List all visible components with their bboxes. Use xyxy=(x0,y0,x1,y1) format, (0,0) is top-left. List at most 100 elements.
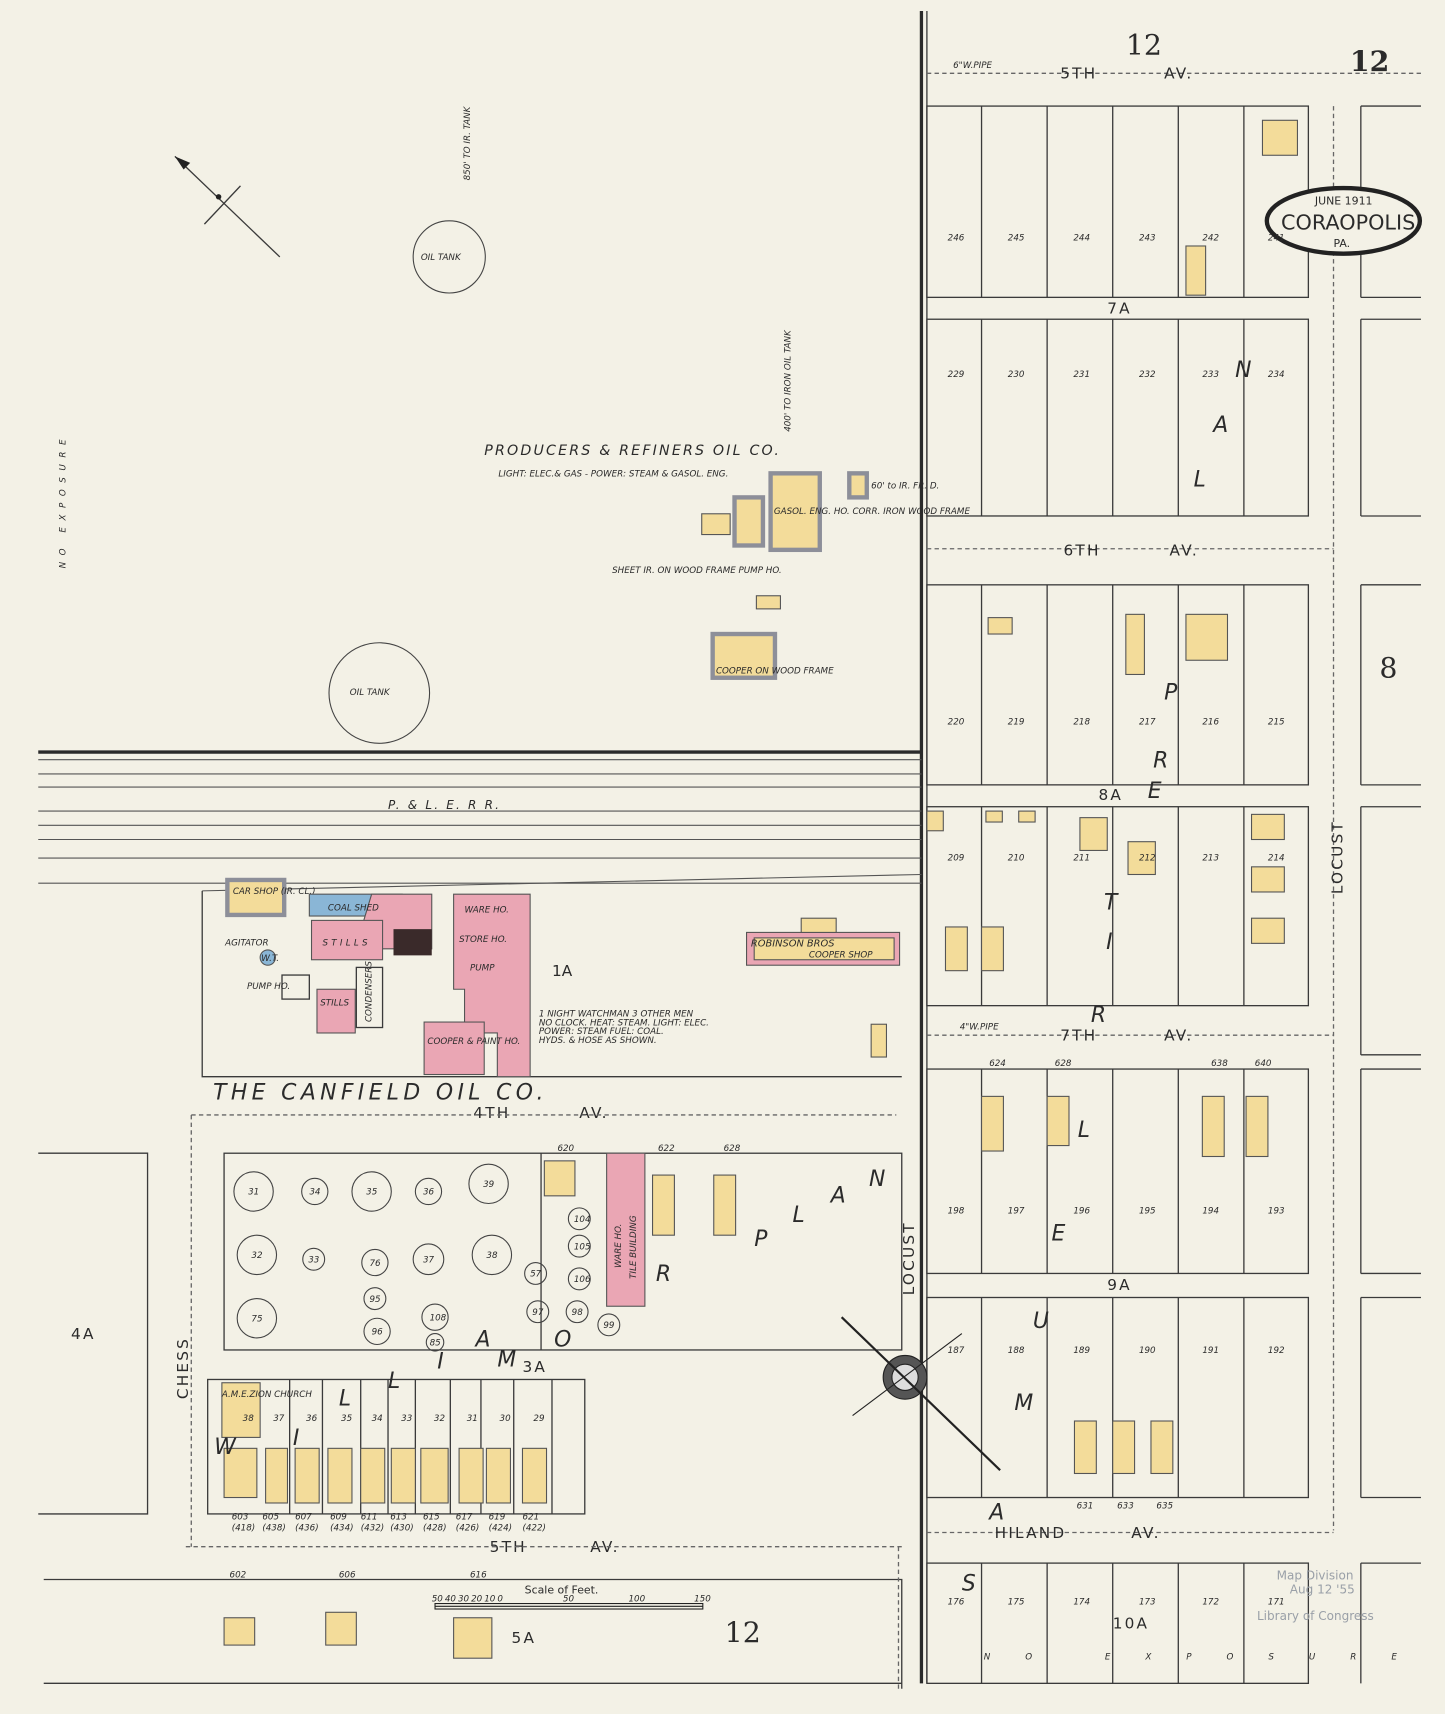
tank-number: 39 xyxy=(483,1180,495,1190)
lot-number: 34 xyxy=(372,1414,383,1424)
dwelling xyxy=(1079,817,1108,851)
canfield-oil-co: CAR SHOP (IR. CL.) COAL SHED STILLS STIL… xyxy=(201,877,902,1106)
railroad: P. & L. E. R R. xyxy=(38,750,922,892)
dwelling xyxy=(1073,1420,1097,1475)
dwelling xyxy=(420,1447,449,1504)
lot-number: 241 xyxy=(1268,234,1285,244)
oil-tank xyxy=(524,1261,548,1285)
oil-tank xyxy=(361,1248,389,1277)
dwelling xyxy=(458,1447,484,1504)
house-number-old: (428) xyxy=(423,1523,447,1533)
samuel-riter-plan-label: N A L P R E T I R L E U M A S xyxy=(962,358,1256,1596)
house-number: 640 xyxy=(1255,1059,1272,1069)
dwelling xyxy=(1125,613,1145,676)
plan-letter: S xyxy=(962,1571,980,1596)
no-exposure-bottom: NO EXPOSURE xyxy=(984,1652,1432,1662)
house-number: 606 xyxy=(339,1570,356,1580)
house-number: 628 xyxy=(724,1144,741,1154)
plan-letter: I xyxy=(293,1426,304,1451)
stamp-line: Map Division xyxy=(1277,1569,1354,1583)
distance-note: 400' TO IRON OIL TANK xyxy=(783,329,793,432)
tank-number: 98 xyxy=(572,1308,584,1318)
canfield-note: HYDS. & HOSE AS SHOWN. xyxy=(539,1036,657,1046)
canfield-note: POWER: STEAM FUEL: COAL. xyxy=(539,1027,664,1037)
dwelling xyxy=(981,926,1004,972)
oil-tank xyxy=(421,1303,449,1331)
oil-tank xyxy=(233,1171,274,1212)
hiland-av-label: HILAND xyxy=(995,1524,1067,1542)
cooper-paint-house-label: COOPER & PAINT HO. xyxy=(427,1037,520,1047)
lot-number: 189 xyxy=(1073,1346,1090,1356)
lot-number: 243 xyxy=(1139,234,1156,244)
canfield-note: NO CLOCK. HEAT: STEAM. LIGHT: ELEC. xyxy=(539,1018,709,1028)
plan-letter: N xyxy=(1235,358,1256,383)
fifth-av-top-label: 5TH xyxy=(1060,65,1097,83)
plan-letter: L xyxy=(339,1387,356,1412)
oil-tank xyxy=(236,1234,278,1276)
store-house-label: STORE HO. xyxy=(459,935,507,945)
house-number-old: (422) xyxy=(522,1523,546,1533)
lot-number: 211 xyxy=(1073,853,1090,863)
house-number: 635 xyxy=(1156,1501,1173,1511)
plan-letter: L xyxy=(792,1203,809,1228)
dwelling xyxy=(521,1447,548,1504)
oil-tank xyxy=(236,1298,278,1339)
canfield-note: 1 NIGHT WATCHMAN 3 OTHER MEN xyxy=(539,1010,694,1020)
robinson-name: ROBINSON BROS xyxy=(751,939,835,950)
tank-number: 37 xyxy=(423,1256,435,1266)
scale-tick: 10 xyxy=(484,1594,496,1604)
lot-number: 234 xyxy=(1268,370,1285,380)
dwelling xyxy=(294,1447,320,1504)
lot-number: 33 xyxy=(401,1414,412,1424)
gasol-engine-house-label: GASOL. ENG. HO. CORR. IRON WOOD FRAME xyxy=(774,507,971,517)
robinson-bros-cooper-shop: ROBINSON BROS COOPER SHOP xyxy=(746,917,901,1058)
city-name: CORAOPOLIS xyxy=(1281,211,1415,235)
lot-number: 245 xyxy=(1008,234,1025,244)
library-of-congress-stamp: Map Division Aug 12 '55 Library of Congr… xyxy=(1257,1569,1374,1623)
lower-left-blocks: WARE HO. TILE BUILDING A.M.E.ZION CHURCH xyxy=(38,1114,903,1689)
alley-8a: 8A xyxy=(1099,786,1124,804)
water-pipe-label-4in: 4"W.PIPE xyxy=(960,1023,999,1033)
tank-number: 38 xyxy=(486,1251,498,1261)
plan-letter: T xyxy=(1104,890,1122,915)
dwelling xyxy=(1250,813,1285,841)
lot-number: 244 xyxy=(1073,234,1090,244)
railroad-label: P. & L. E. R R. xyxy=(388,798,501,812)
lot-number: 31 xyxy=(467,1414,478,1424)
house-number-old: (436) xyxy=(295,1523,319,1533)
tank-number: 104 xyxy=(574,1215,591,1225)
lot-number: 214 xyxy=(1268,853,1285,863)
dwelling xyxy=(1185,245,1207,296)
house-number: 611 xyxy=(361,1512,378,1522)
oil-tank-label: OIL TANK xyxy=(350,688,391,698)
coal-shed-label: COAL SHED xyxy=(328,904,379,914)
lot-number: 220 xyxy=(948,718,965,728)
plan-letter: P xyxy=(754,1227,772,1252)
plan-letter: A xyxy=(829,1183,850,1208)
lot-number: 231 xyxy=(1073,370,1090,380)
tank-number: 108 xyxy=(430,1313,447,1323)
oil-tank xyxy=(363,1317,391,1346)
lot-number: 230 xyxy=(1008,370,1025,380)
plan-letter: P xyxy=(1164,681,1182,706)
tank-number: 34 xyxy=(309,1188,320,1198)
dwelling xyxy=(1112,1420,1136,1475)
lot-number: 30 xyxy=(500,1414,512,1424)
alley-9a: 9A xyxy=(1107,1276,1132,1294)
oil-tank xyxy=(301,1177,329,1206)
tile-building-label: TILE BUILDING xyxy=(629,1215,639,1279)
alley-3a: 3A xyxy=(522,1358,547,1376)
lot-number: 187 xyxy=(948,1346,965,1356)
lot-number: 192 xyxy=(1268,1346,1285,1356)
oil-tank xyxy=(526,1300,550,1324)
lot-number: 218 xyxy=(1073,718,1090,728)
dwelling xyxy=(926,810,944,832)
lot-number: 197 xyxy=(1008,1206,1025,1216)
house-number: 602 xyxy=(230,1570,247,1580)
lot-number: 172 xyxy=(1202,1598,1219,1608)
house-number: 624 xyxy=(989,1059,1006,1069)
sheet-number: 12 xyxy=(1350,44,1390,78)
